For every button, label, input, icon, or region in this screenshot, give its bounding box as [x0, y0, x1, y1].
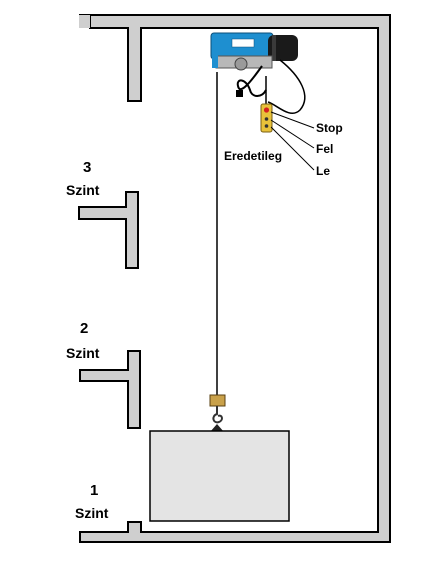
pendant-cable — [267, 59, 306, 114]
level-3-label: Szint — [66, 182, 100, 198]
power-plug — [236, 90, 243, 97]
pendant-control — [260, 76, 315, 171]
eredetileg-caption: Eredetileg — [224, 149, 283, 163]
level-1-label: Szint — [75, 505, 109, 521]
stop-leader-line — [270, 111, 315, 129]
le-leader-line — [270, 126, 315, 171]
fel-label: Fel — [316, 142, 334, 156]
hoist-motor-band — [272, 35, 276, 61]
hoist-plate — [231, 38, 255, 48]
hoist-hook-left — [212, 52, 218, 68]
level-1-number: 1 — [90, 482, 99, 499]
hook-block-body — [209, 394, 226, 407]
hoist-drum — [234, 57, 248, 71]
stop-label: Stop — [316, 121, 343, 135]
hook-icon — [212, 406, 223, 424]
hook-sling — [210, 424, 224, 432]
floor-3-ledge — [78, 191, 139, 269]
pendant-down-button — [264, 124, 269, 128]
hook-block — [209, 394, 226, 432]
elevator-cabin — [149, 430, 290, 522]
pendant-stop-button — [263, 107, 270, 113]
level-3-number: 3 — [83, 159, 92, 176]
electric-hoist — [210, 32, 306, 114]
floor-2-ledge — [79, 350, 141, 429]
level-2-label: Szint — [66, 345, 100, 361]
level-2-number: 2 — [80, 320, 89, 337]
wall-corner-cap — [79, 15, 90, 28]
pendant-up-button — [264, 117, 269, 121]
power-cable — [236, 65, 267, 97]
le-label: Le — [316, 164, 331, 178]
outer-wall — [79, 14, 391, 543]
fel-leader-line — [270, 119, 315, 149]
shaft-walls — [78, 14, 391, 543]
